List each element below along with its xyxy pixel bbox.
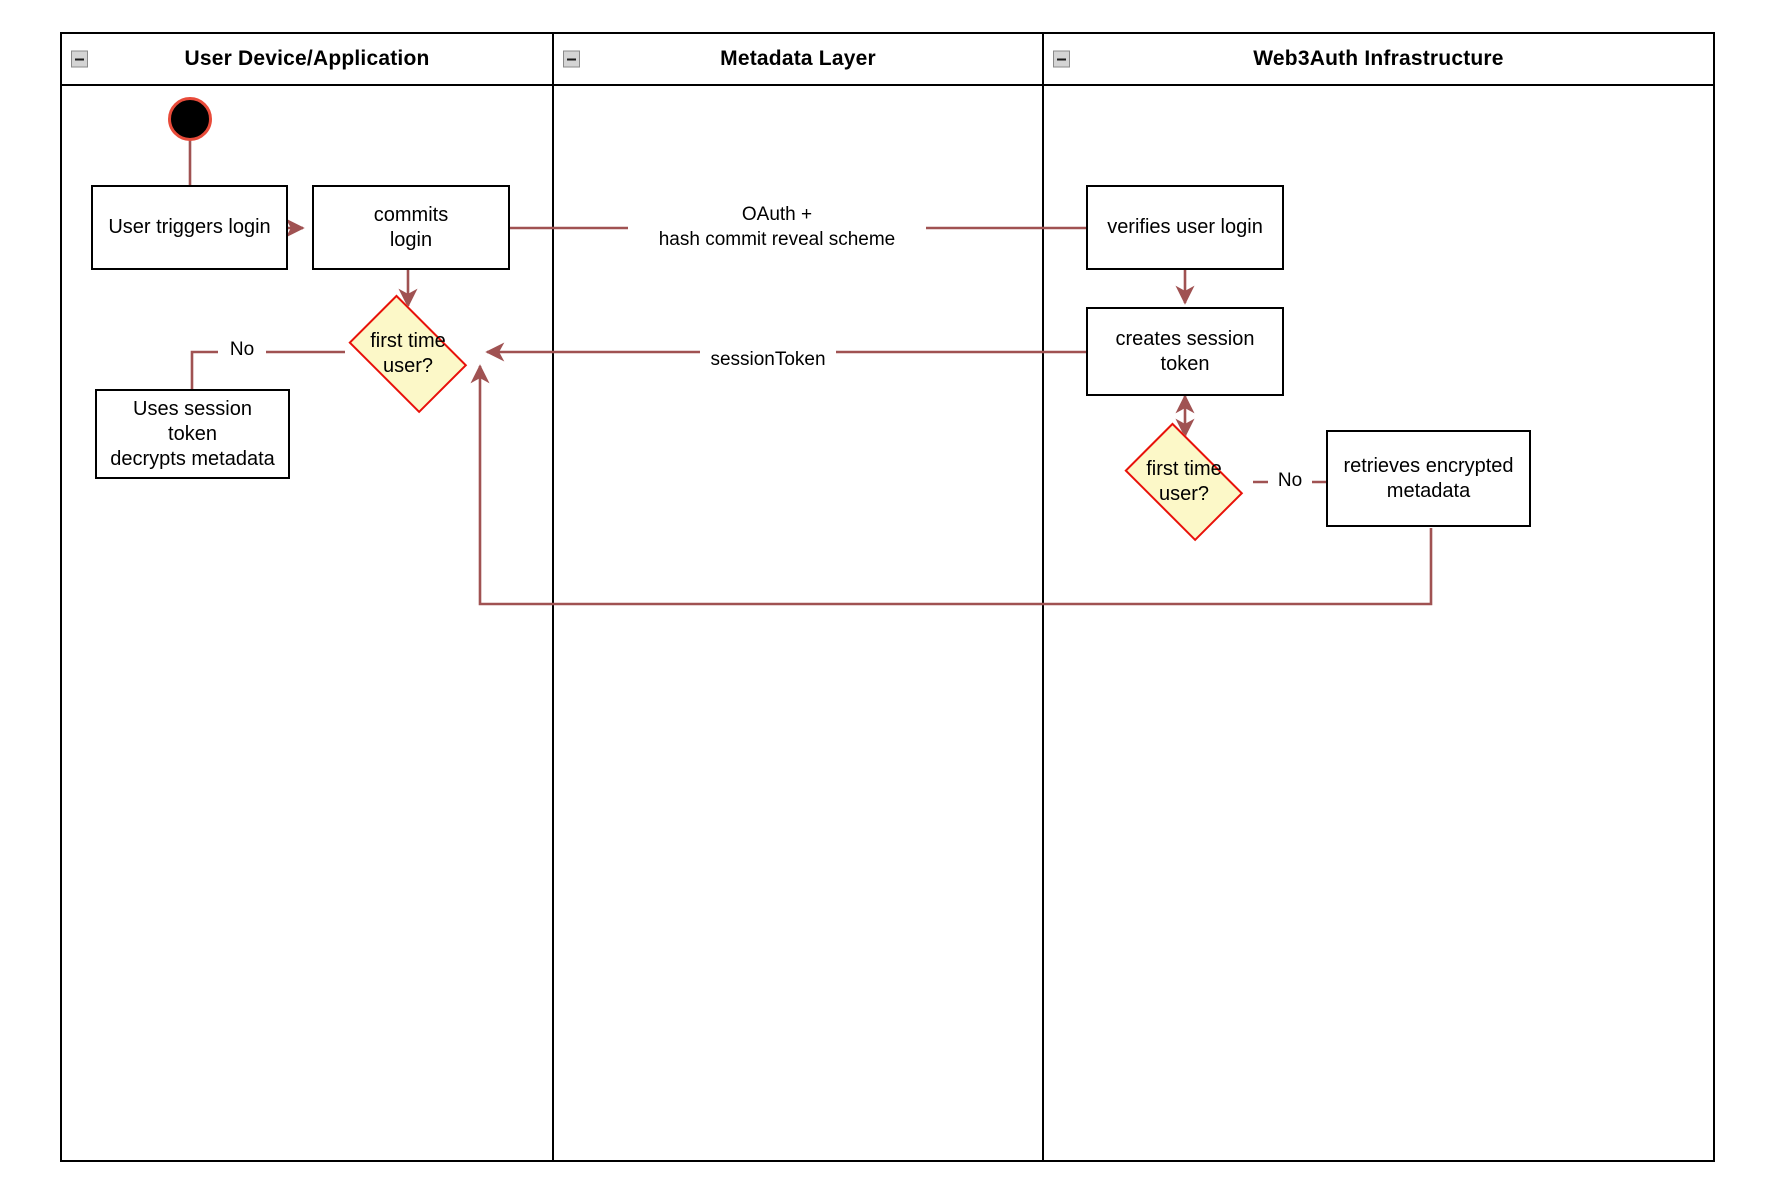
node-commits-login[interactable]: commits login (312, 185, 510, 270)
decision-first-time-user-right[interactable]: first time user? (1113, 422, 1255, 542)
edge-label-session-token: sessionToken (700, 348, 836, 373)
edge-label-no-left: No (218, 338, 266, 363)
node-verifies-user-login[interactable]: verifies user login (1086, 185, 1284, 270)
decision-label: first time user? (370, 330, 446, 377)
start-node[interactable] (168, 97, 212, 141)
edge-label-oauth: OAuth + hash commit reveal scheme (628, 203, 926, 253)
swimlane-title-user-device: User Device/Application (184, 47, 430, 70)
node-uses-session-token[interactable]: Uses session token decrypts metadata (95, 389, 290, 479)
node-creates-session-token[interactable]: creates session token (1086, 307, 1284, 396)
swimlane-title-web3auth: Web3Auth Infrastructure (1253, 47, 1504, 70)
collapse-minus-icon[interactable] (563, 50, 580, 68)
collapse-minus-icon[interactable] (1053, 50, 1070, 68)
decision-label: first time user? (1146, 458, 1222, 505)
edge-label-no-right: No (1268, 469, 1312, 494)
swimlane-pool: User Device/Application Metadata Layer W… (60, 32, 1715, 1162)
swimlane-title-metadata: Metadata Layer (720, 47, 876, 70)
node-retrieves-encrypted-metadata[interactable]: retrieves encrypted metadata (1326, 430, 1531, 527)
swimlane-header-web3auth[interactable]: Web3Auth Infrastructure (1044, 34, 1713, 86)
swimlane-metadata[interactable]: Metadata Layer (552, 34, 1042, 1160)
swimlane-user-device[interactable]: User Device/Application (62, 34, 552, 1160)
decision-first-time-user-left[interactable]: first time user? (337, 294, 479, 414)
swimlane-header-user-device[interactable]: User Device/Application (62, 34, 552, 86)
node-user-triggers-login[interactable]: User triggers login (91, 185, 288, 270)
swimlane-header-metadata[interactable]: Metadata Layer (554, 34, 1042, 86)
collapse-minus-icon[interactable] (71, 50, 88, 68)
